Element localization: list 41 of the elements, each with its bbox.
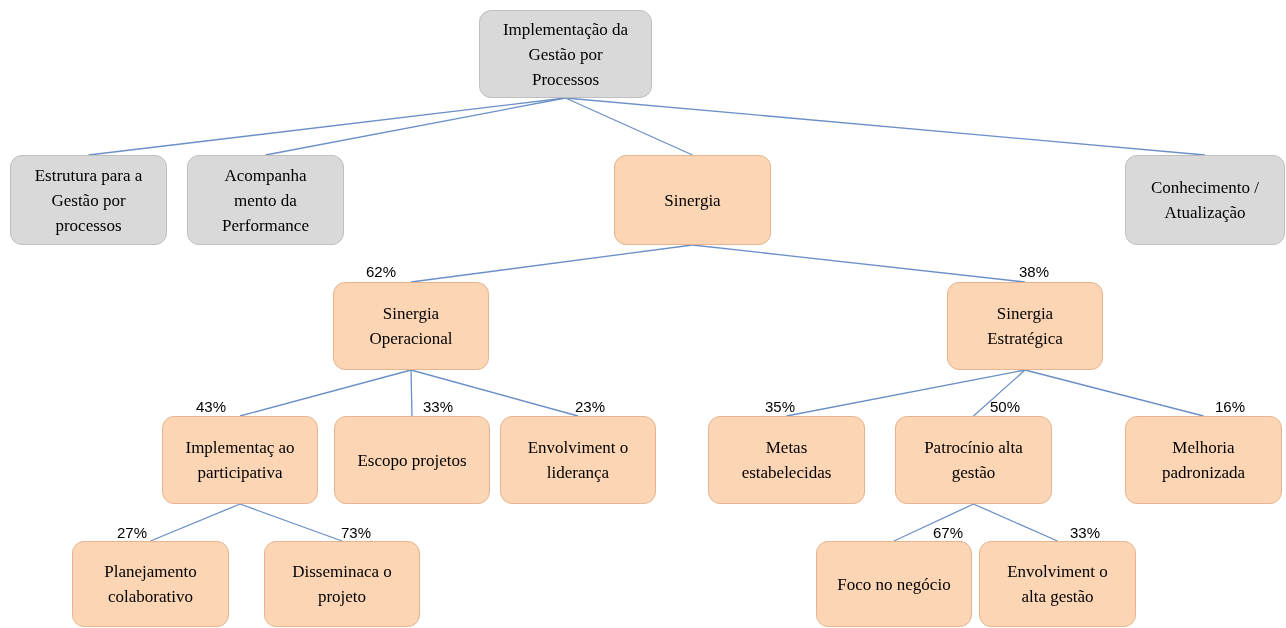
category-box: Estrutura para a Gestão por processos <box>10 155 167 245</box>
factor-box: Sinergia Operacional <box>333 282 489 370</box>
percentage-label: 73% <box>341 524 372 542</box>
percentage-label: 38% <box>1019 263 1050 281</box>
factor-box: Escopo projetos <box>334 416 490 504</box>
connector-line <box>972 503 1059 542</box>
connector-line <box>893 503 975 542</box>
percentage-label: 62% <box>366 263 397 281</box>
category-box: Implementação da Gestão por Processos <box>479 10 652 98</box>
factor-box: Melhoria padronizada <box>1125 416 1282 504</box>
connector-line <box>239 503 343 542</box>
percentage-label: 50% <box>990 398 1021 416</box>
connector-line <box>564 97 694 156</box>
connector-line <box>972 369 1026 417</box>
percentage-label: 33% <box>1070 524 1101 542</box>
connector-line <box>264 97 567 156</box>
factor-box: Implementaç ao participativa <box>162 416 318 504</box>
percentage-label: 23% <box>575 398 606 416</box>
percentage-label: 35% <box>765 398 796 416</box>
connector-line <box>1024 369 1205 417</box>
percentage-label: 43% <box>196 398 227 416</box>
connector-line <box>239 369 412 417</box>
factor-box: Planejamento colaborativo <box>72 541 229 627</box>
percentage-label: 67% <box>933 524 964 542</box>
category-box: Conhecimento / Atualização <box>1125 155 1285 245</box>
factor-box: Envolviment o alta gestão <box>979 541 1136 627</box>
percentage-label: 33% <box>423 398 454 416</box>
factor-box: Patrocínio alta gestão <box>895 416 1052 504</box>
connector-line <box>785 369 1026 417</box>
category-box: Acompanha mento da Performance <box>187 155 344 245</box>
factor-box: Sinergia <box>614 155 771 245</box>
connector-line <box>410 369 413 417</box>
factor-box: Metas estabelecidas <box>708 416 865 504</box>
factor-box: Foco no negócio <box>816 541 972 627</box>
factor-box: Sinergia Estratégica <box>947 282 1103 370</box>
connector-line <box>149 503 241 542</box>
percentage-label: 27% <box>117 524 148 542</box>
connector-line <box>410 369 579 417</box>
factor-box: Disseminaca o projeto <box>264 541 420 627</box>
factor-box: Envolviment o liderança <box>500 416 656 504</box>
percentage-label: 16% <box>1215 398 1246 416</box>
